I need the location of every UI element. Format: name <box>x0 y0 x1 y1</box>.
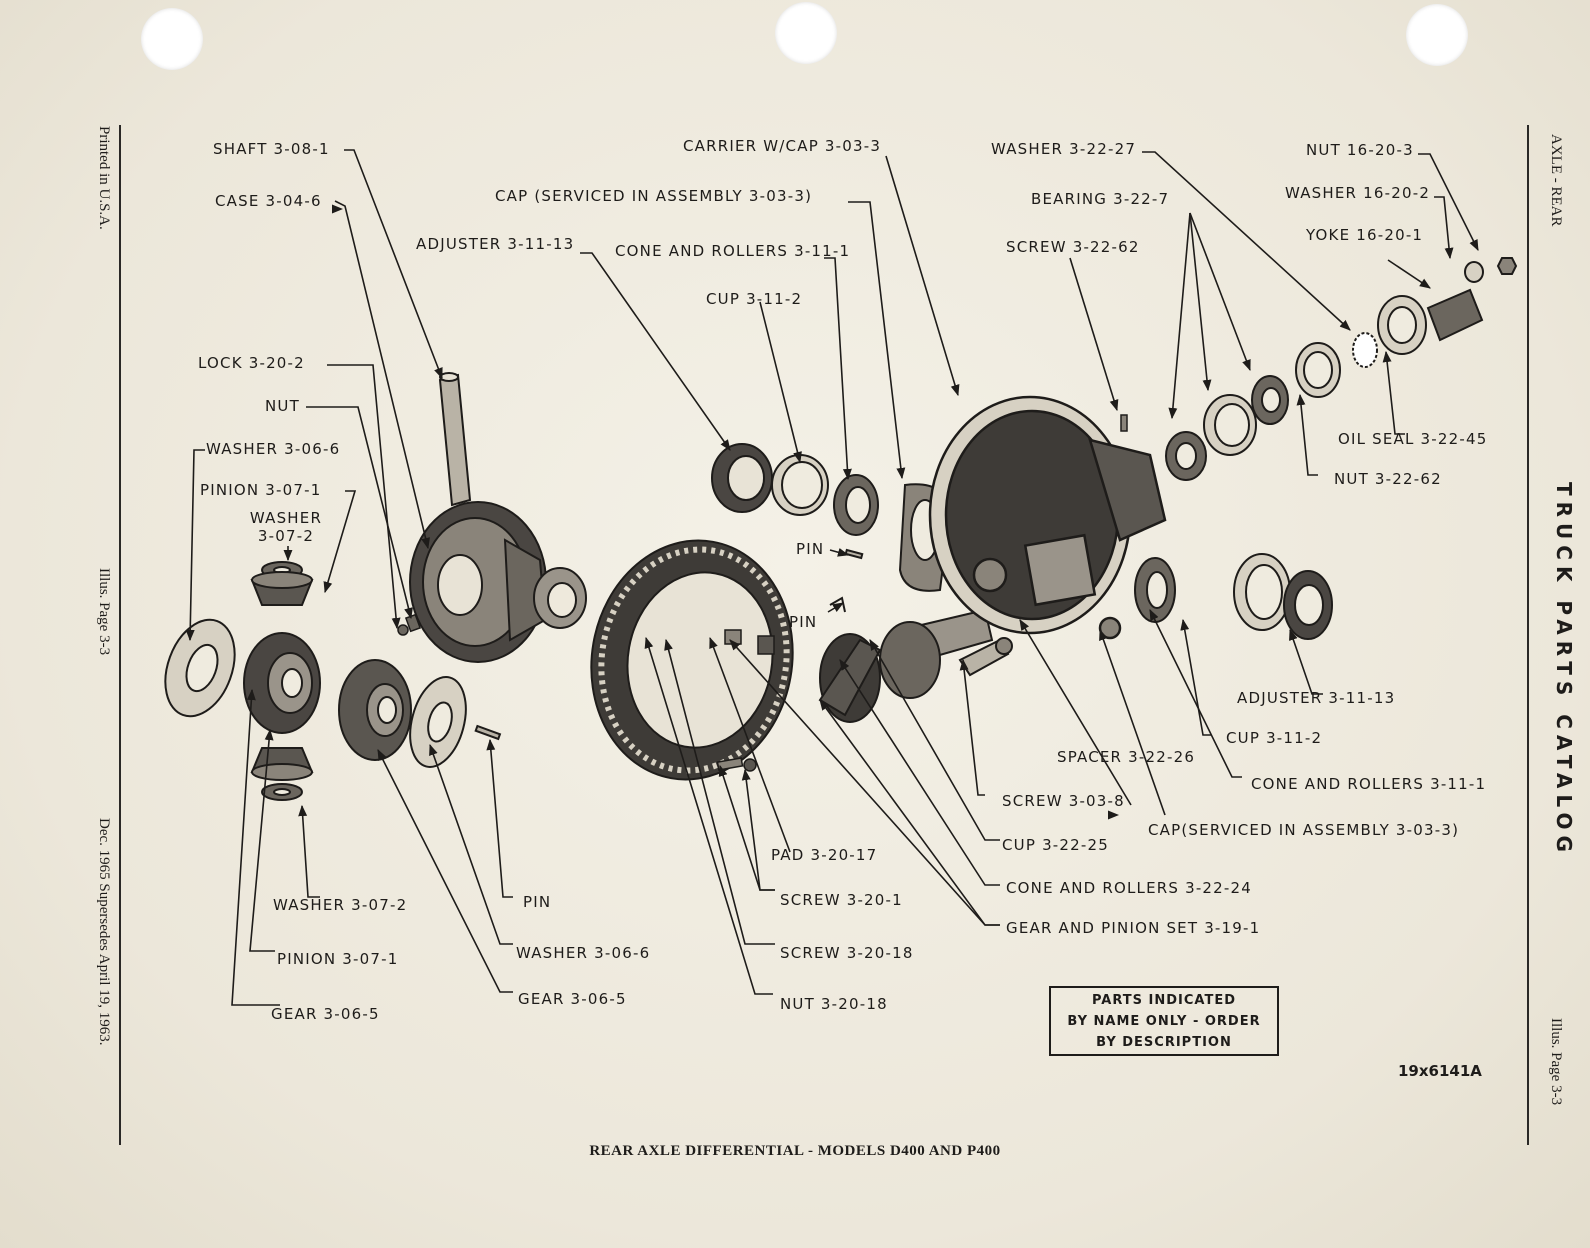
pinion-gear-bottom <box>250 747 314 781</box>
label-pin-bottom: PIN <box>523 893 552 911</box>
pin-small-bottom <box>474 724 502 741</box>
screw-3-22-62-part <box>1120 414 1128 432</box>
label-pin-1: PIN <box>796 540 825 558</box>
label-screw-3-20-1: SCREW 3-20-1 <box>780 891 903 909</box>
label-cone-rollers-3-22-24: CONE AND ROLLERS 3-22-24 <box>1006 879 1253 897</box>
shaft-part <box>438 372 472 507</box>
right-side-bearing-parts <box>1134 553 1333 640</box>
label-carrier: CARRIER W/CAP 3-03-3 <box>683 137 882 155</box>
figure-caption: REAR AXLE DIFFERENTIAL - MODELS D400 AND… <box>589 1143 1001 1159</box>
leader-lines <box>185 149 1479 1006</box>
label-washer-3-06-6-top: WASHER 3-06-6 <box>206 440 341 458</box>
cone-rollers-left-part <box>833 474 879 536</box>
pin-parts <box>829 548 864 613</box>
nut-oil-seal-yoke-parts <box>1295 257 1518 398</box>
side-gear-right <box>338 659 412 761</box>
label-cup-3-22-25: CUP 3-22-25 <box>1002 836 1110 854</box>
label-lock: LOCK 3-20-2 <box>198 354 305 372</box>
label-screw-3-22-62: SCREW 3-22-62 <box>1006 238 1140 256</box>
figure-number: 19x6141A <box>1398 1062 1482 1080</box>
label-adjuster-top: ADJUSTER 3-11-13 <box>416 235 575 253</box>
label-screw-3-03-8: SCREW 3-03-8 <box>1002 792 1125 810</box>
bearing-cone-right-part <box>1165 375 1289 481</box>
note-line-3: BY DESCRIPTION <box>1096 1035 1232 1050</box>
label-cone-rollers-right: CONE AND ROLLERS 3-11-1 <box>1251 775 1487 793</box>
label-cup-top: CUP 3-11-2 <box>706 290 803 308</box>
label-yoke: YOKE 16-20-1 <box>1306 226 1424 244</box>
label-cone-rollers-top: CONE AND ROLLERS 3-11-1 <box>615 242 851 260</box>
pinion-washer-bottom <box>261 783 303 801</box>
label-washer-3-06-6-bottom: WASHER 3-06-6 <box>516 944 651 962</box>
adjuster-left-part <box>711 443 773 513</box>
label-washer-3-22-27: WASHER 3-22-27 <box>991 140 1137 158</box>
right-margin-rule <box>1527 125 1529 1145</box>
lock-and-nut-parts <box>397 613 422 636</box>
label-pinion-3-07-1-top: PINION 3-07-1 <box>200 481 322 499</box>
label-washer-3-07-2-top-line2: 3-07-2 <box>257 527 315 545</box>
label-spacer: SPACER 3-22-26 <box>1057 748 1196 766</box>
label-adjuster-right: ADJUSTER 3-11-13 <box>1237 689 1396 707</box>
cup-left-part <box>771 454 829 516</box>
label-nut-3-22-62: NUT 3-22-62 <box>1334 470 1442 488</box>
label-bearing: BEARING 3-22-7 <box>1031 190 1170 208</box>
label-washer-16-20-2: WASHER 16-20-2 <box>1285 184 1431 202</box>
thrust-washer-right <box>409 676 467 768</box>
label-cap-top: CAP (SERVICED IN ASSEMBLY 3-03-3) <box>495 187 813 205</box>
thrust-washer-left <box>164 618 236 718</box>
label-cup-right: CUP 3-11-2 <box>1226 729 1323 747</box>
label-pinion-3-07-1-bottom: PINION 3-07-1 <box>277 950 399 968</box>
left-margin-rule <box>119 125 121 1145</box>
label-washer-3-07-2-bottom: WASHER 3-07-2 <box>273 896 408 914</box>
ring-gear-part <box>590 539 794 781</box>
label-nut: NUT <box>265 397 300 415</box>
label-nut-3-20-18: NUT 3-20-18 <box>780 995 888 1013</box>
binder-hole-left <box>141 8 203 70</box>
parts-indicated-note: PARTS INDICATED BY NAME ONLY - ORDER BY … <box>1049 986 1279 1056</box>
binder-hole-center <box>775 2 837 64</box>
label-case: CASE 3-04-6 <box>215 192 322 210</box>
note-line-2: BY NAME ONLY - ORDER <box>1067 1014 1261 1029</box>
binder-hole-right <box>1406 4 1468 66</box>
label-oil-seal: OIL SEAL 3-22-45 <box>1338 430 1488 448</box>
label-washer-3-07-2-top-line1: WASHER <box>249 509 323 527</box>
label-pin-2: PIN <box>789 613 818 631</box>
label-screw-3-20-18: SCREW 3-20-18 <box>780 944 914 962</box>
pinion-gear-top <box>250 571 314 606</box>
label-gear-3-06-5-left: GEAR 3-06-5 <box>271 1005 380 1023</box>
label-pad: PAD 3-20-17 <box>771 846 878 864</box>
label-nut-16-20-3: NUT 16-20-3 <box>1306 141 1414 159</box>
label-cap-right: CAP(SERVICED IN ASSEMBLY 3-03-3) <box>1148 821 1460 839</box>
label-gear-pinion-set: GEAR AND PINION SET 3-19-1 <box>1006 919 1261 937</box>
differential-case-part <box>409 501 587 663</box>
label-shaft: SHAFT 3-08-1 <box>213 140 330 158</box>
note-line-1: PARTS INDICATED <box>1091 993 1237 1008</box>
carrier-housing-part <box>928 395 1167 640</box>
side-gear-left <box>243 632 321 734</box>
label-gear-3-06-5-bottom: GEAR 3-06-5 <box>518 990 627 1008</box>
